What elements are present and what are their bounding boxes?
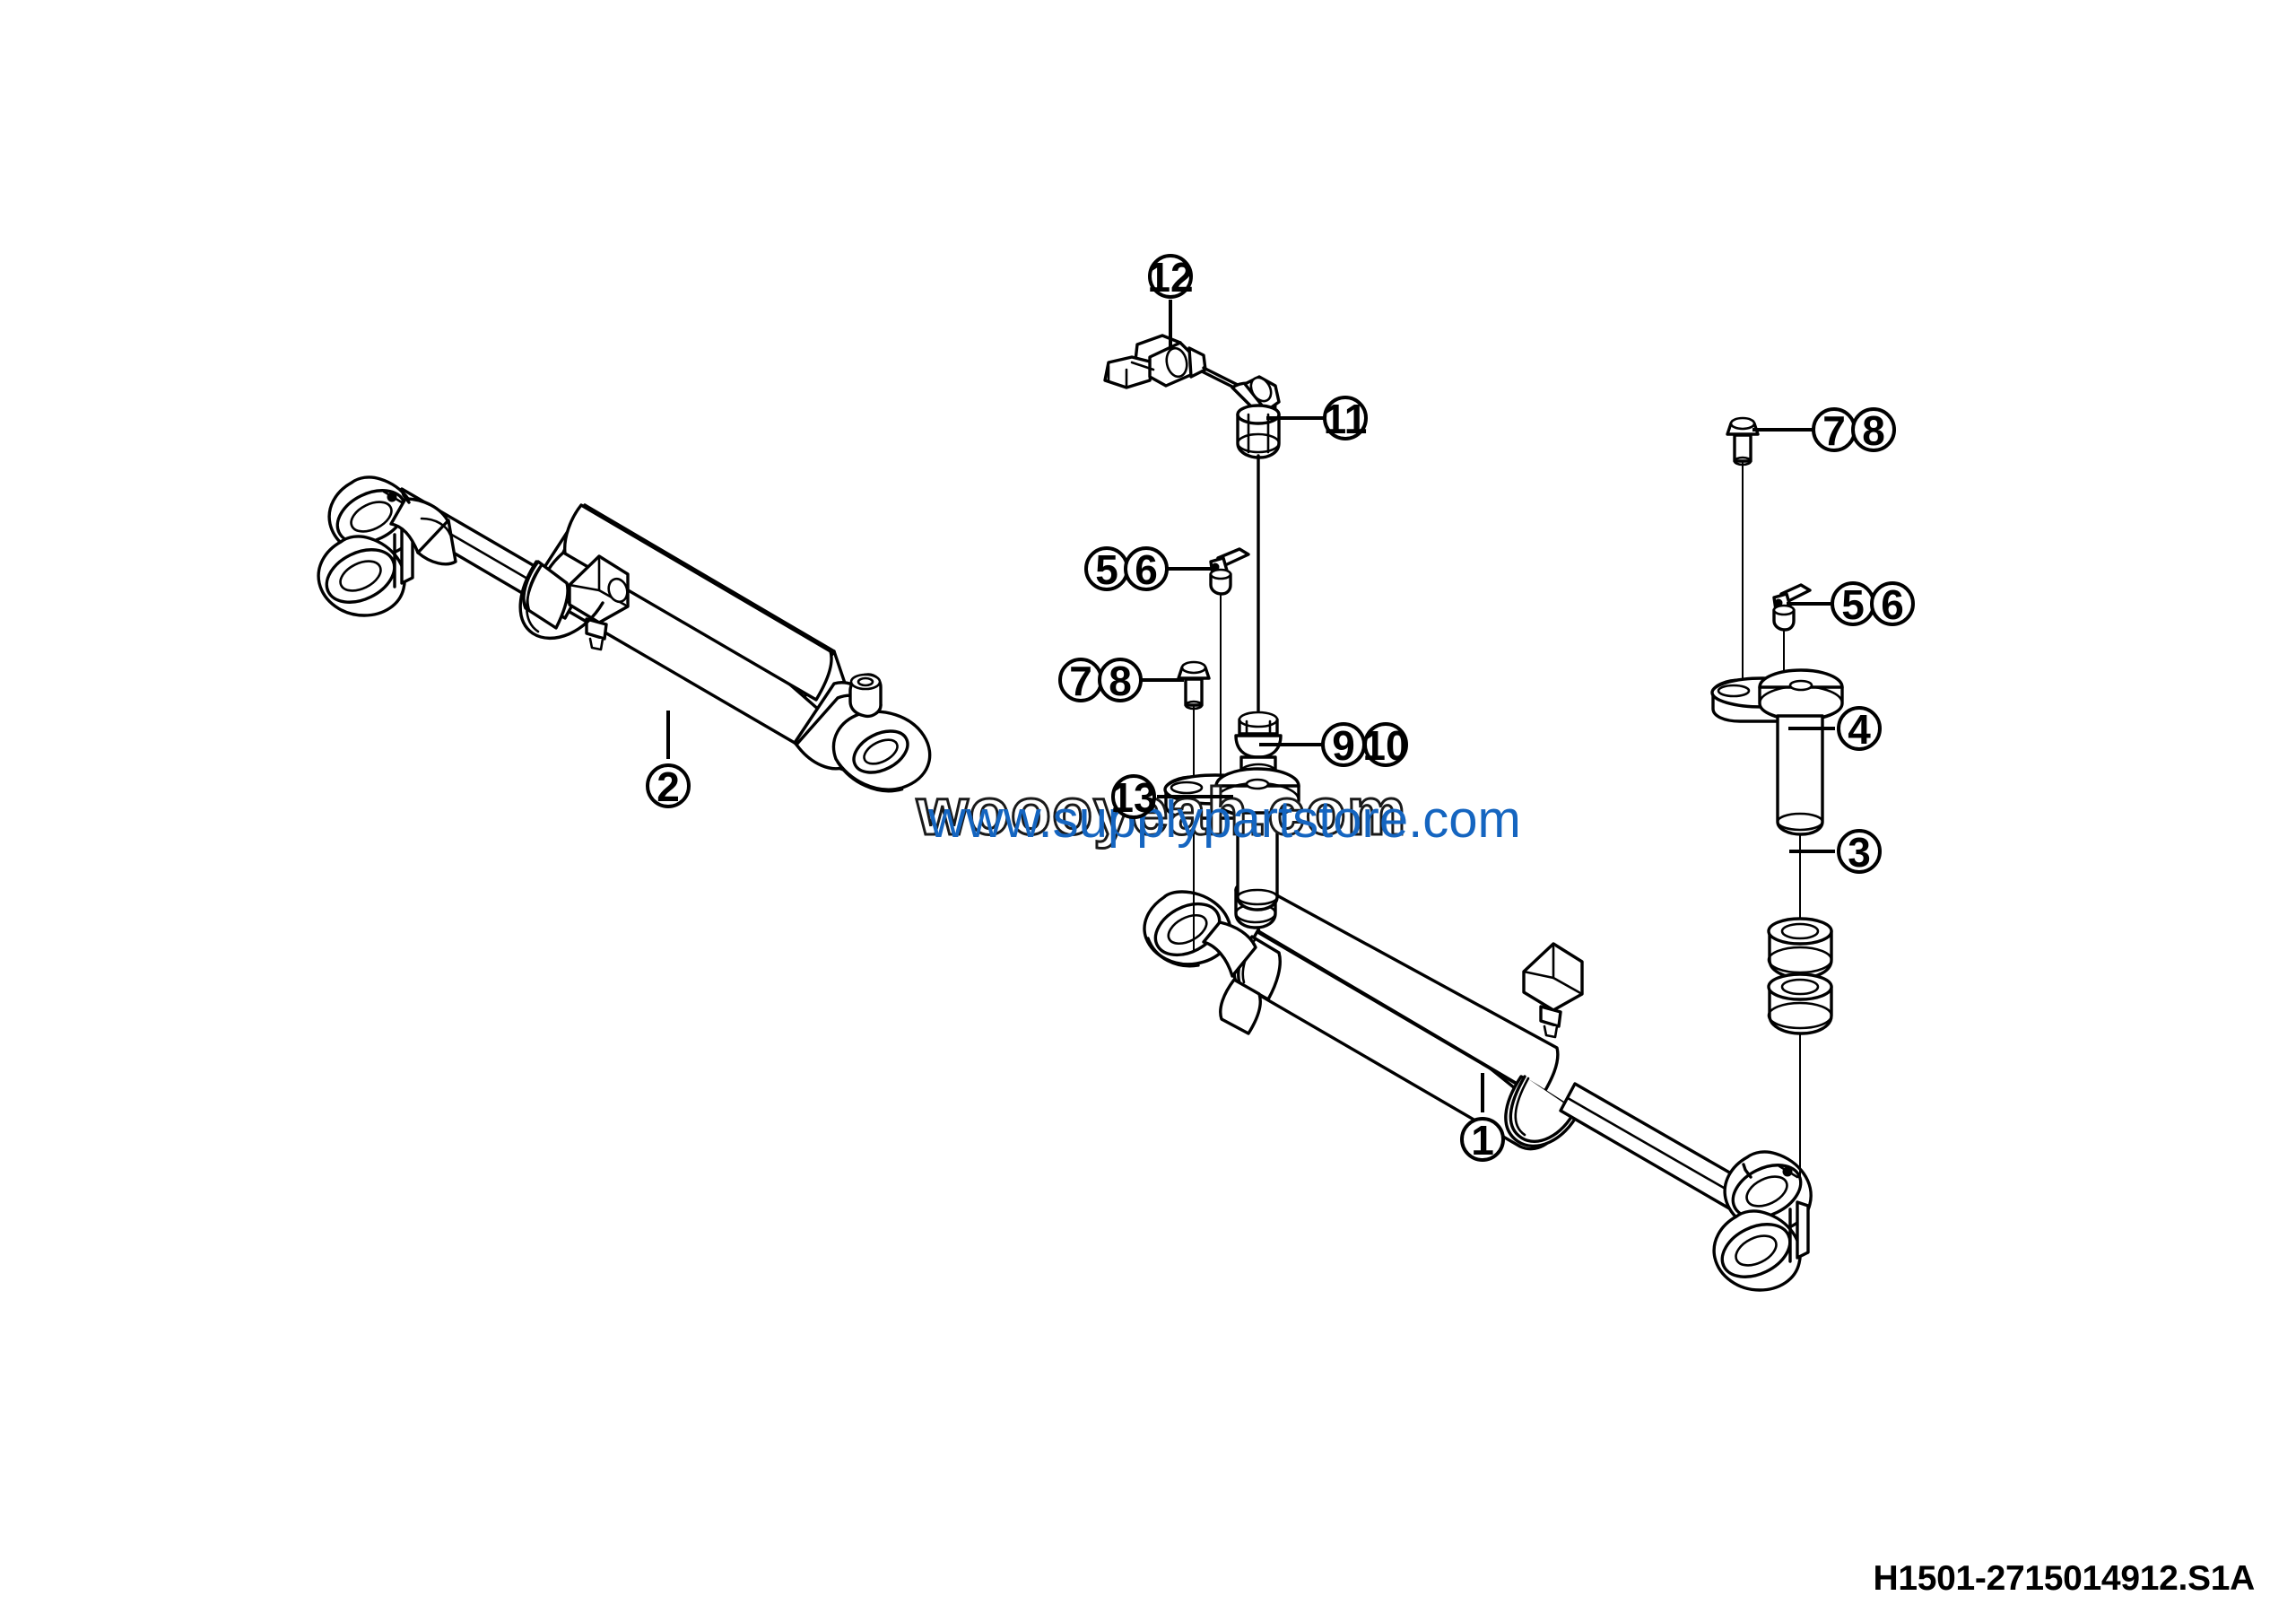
drawing-code-label: H1501-2715014912.S1A <box>1873 1559 2255 1598</box>
callout-bubble-c5l[interactable]: 5 <box>1084 546 1129 593</box>
callout-number: 10 <box>1362 722 1408 769</box>
callout-number: 4 <box>1848 706 1871 753</box>
callout-bubble-c8l[interactable]: 8 <box>1098 658 1143 704</box>
callout-number: 8 <box>1862 407 1885 454</box>
callout-circle <box>1851 407 1896 452</box>
callout-circle <box>1837 829 1882 874</box>
callout-bubble-c5r[interactable]: 5 <box>1831 581 1875 628</box>
callout-number: 6 <box>1135 546 1158 593</box>
callout-bubble-c1[interactable]: 1 <box>1460 1117 1505 1164</box>
callout-circle <box>646 763 691 808</box>
callout-number: 6 <box>1881 581 1904 628</box>
callout-bubble-c6r[interactable]: 6 <box>1870 581 1915 628</box>
callout-circle <box>1460 1117 1505 1162</box>
callout-bubble-c6l[interactable]: 6 <box>1124 546 1169 593</box>
callout-number: 3 <box>1848 829 1871 876</box>
callout-number: 7 <box>1822 407 1846 454</box>
cylinder-1-group <box>1143 879 1813 1292</box>
callout-bubble-c7l[interactable]: 7 <box>1058 658 1103 704</box>
right-pin-group <box>1710 416 1844 1183</box>
callout-number: 2 <box>657 763 680 810</box>
callout-number: 13 <box>1110 774 1156 821</box>
callout-circle <box>1124 546 1169 591</box>
callout-number: 12 <box>1147 254 1193 301</box>
callout-bubble-c13[interactable]: 13 <box>1110 774 1157 821</box>
callout-circle <box>1837 706 1882 751</box>
callout-number: 9 <box>1332 722 1355 769</box>
callout-number: 5 <box>1841 581 1865 628</box>
callout-number: 7 <box>1069 658 1092 704</box>
callout-circle <box>1148 254 1193 299</box>
callout-bubble-c10[interactable]: 10 <box>1362 722 1409 769</box>
callout-bubble-c11[interactable]: 11 <box>1323 396 1368 442</box>
callout-circle <box>1111 774 1156 819</box>
callout-number: 1 <box>1471 1117 1494 1164</box>
callout-bubble-c4[interactable]: 4 <box>1837 706 1882 753</box>
callout-bubble-c8r[interactable]: 8 <box>1851 407 1896 454</box>
callout-bubble-c7r[interactable]: 7 <box>1812 407 1857 454</box>
callout-number: 5 <box>1095 546 1118 593</box>
callout-circle <box>1098 658 1143 702</box>
callout-bubble-c2[interactable]: 2 <box>646 763 691 810</box>
callout-circle <box>1870 581 1915 626</box>
callout-bubble-c12[interactable]: 12 <box>1147 254 1194 301</box>
callout-circle <box>1323 396 1368 440</box>
callout-circle <box>1363 722 1408 767</box>
callout-number: 11 <box>1324 396 1368 442</box>
callout-bubble-c9[interactable]: 9 <box>1321 722 1366 769</box>
callout-number: 8 <box>1109 658 1132 704</box>
cylinder-2-group <box>317 475 932 793</box>
callout-bubble-c3[interactable]: 3 <box>1837 829 1882 876</box>
center-pin-group <box>1163 547 1300 952</box>
